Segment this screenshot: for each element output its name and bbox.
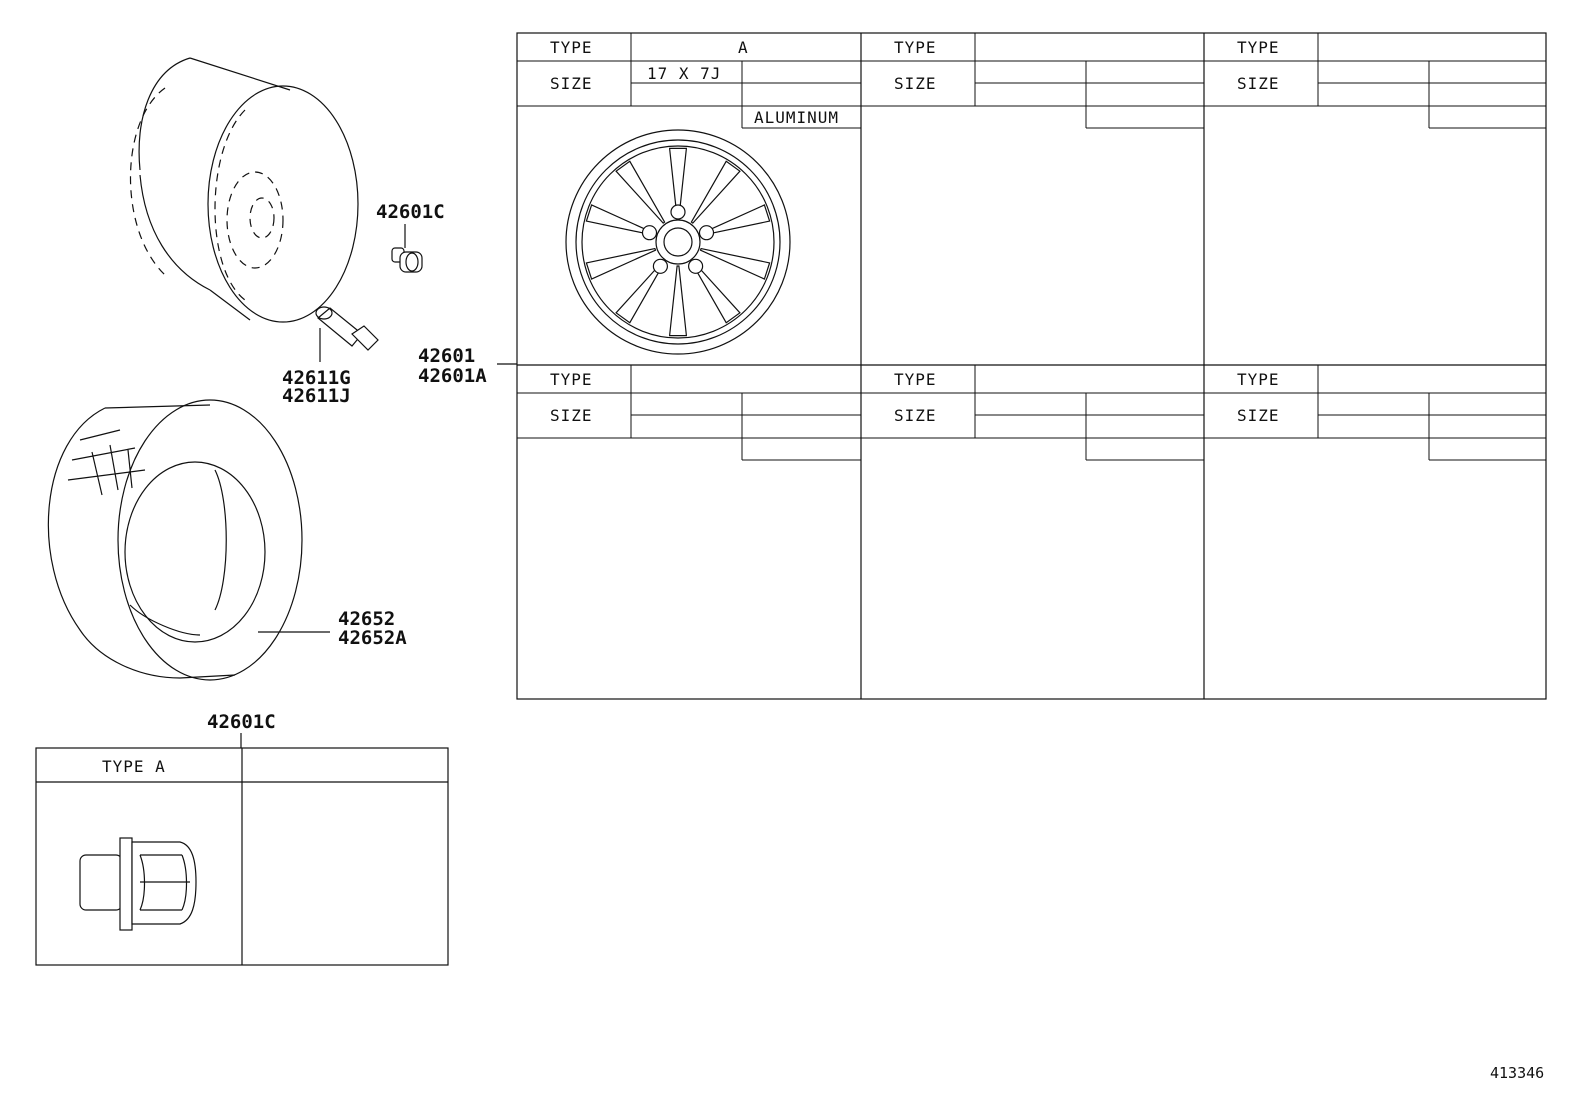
lug-nut-icon	[391, 247, 423, 273]
wheel-spoke	[699, 247, 771, 280]
type-label: TYPE	[1237, 370, 1280, 389]
type-label: TYPE	[550, 38, 593, 57]
size-label: SIZE	[1237, 406, 1280, 425]
lug-nut-detail-illustration	[79, 837, 197, 931]
type-label: TYPE	[1237, 38, 1280, 57]
size-label: SIZE	[894, 74, 937, 93]
callout-42601: 42601	[418, 345, 475, 367]
callout-42601c: 42601C	[376, 201, 445, 223]
alloy-wheel-illustration	[565, 129, 791, 355]
material-value: ALUMINUM	[754, 108, 839, 127]
callout-42601c-table: 42601C	[207, 711, 276, 733]
spare-wheel-illustration	[129, 57, 359, 323]
wheel-spoke	[668, 265, 688, 337]
size-label: SIZE	[894, 406, 937, 425]
type-label: TYPE	[894, 370, 937, 389]
nut-type-table	[35, 747, 449, 966]
tire-illustration	[47, 399, 330, 681]
wheel-spoke	[585, 247, 657, 280]
figure-number: 413346	[1490, 1064, 1544, 1082]
wheel-spoke	[615, 160, 666, 224]
lug-hole	[698, 225, 715, 241]
size-label: SIZE	[550, 74, 593, 93]
callout-42611j: 42611J	[282, 385, 351, 407]
lug-hole	[670, 204, 686, 220]
lug-hole	[652, 258, 668, 274]
callout-42611g: 42611G	[282, 367, 351, 389]
callout-42652: 42652	[338, 608, 395, 630]
lug-hole	[688, 258, 704, 274]
size-label: SIZE	[550, 406, 593, 425]
type-label: TYPE	[550, 370, 593, 389]
nut-type-a-header: TYPE A	[102, 757, 166, 776]
wheel-spoke	[690, 160, 741, 224]
callout-42601a: 42601A	[418, 365, 487, 387]
type-value: A	[738, 38, 749, 57]
lug-hole	[641, 225, 658, 241]
size-value: 17 X 7J	[647, 64, 721, 83]
size-label: SIZE	[1237, 74, 1280, 93]
callout-42652a: 42652A	[338, 627, 407, 649]
wheel-type-table	[516, 32, 1547, 700]
valve-stem-icon	[315, 306, 379, 362]
type-label: TYPE	[894, 38, 937, 57]
